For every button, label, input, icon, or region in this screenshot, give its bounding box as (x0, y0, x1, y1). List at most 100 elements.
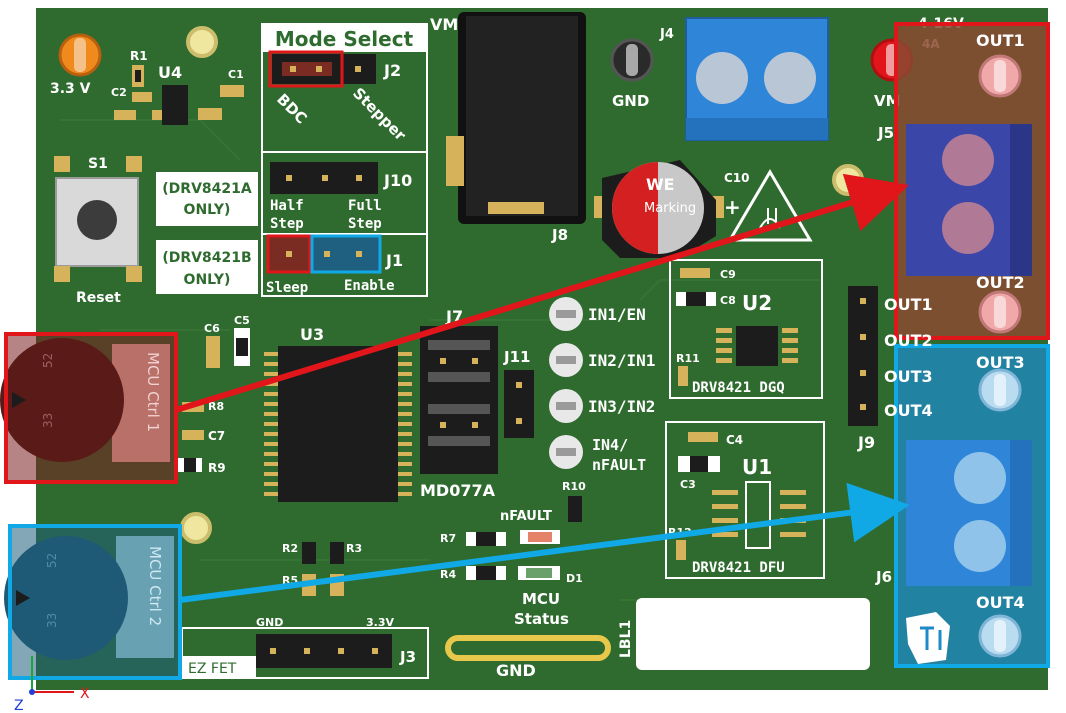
label-only-a: ONLY) (184, 202, 231, 218)
label-v33-hdr: 3.3V (366, 616, 394, 629)
jumper-j1[interactable] (266, 234, 382, 274)
label-n52b: 52 (45, 553, 59, 568)
label-j8: J8 (551, 226, 568, 244)
label-n33a: 33 (41, 413, 55, 428)
arrow-ctrl1-to-out12 (175, 173, 909, 413)
label-n52a: 52 (41, 353, 55, 368)
header-j11[interactable] (504, 370, 534, 438)
label-gnd-hdr: GND (256, 616, 283, 629)
test-pad-in3[interactable] (549, 389, 583, 423)
label-r2: R2 (282, 542, 298, 555)
label-gnd-bottom: GND (496, 661, 536, 680)
label-j4: J4 (659, 27, 674, 42)
label-area-lbl1 (636, 598, 870, 670)
terminal-block-j5[interactable] (906, 124, 1032, 276)
label-c2: C2 (111, 86, 127, 99)
header-j3[interactable] (256, 634, 392, 668)
label-ez-fet: EZ FET (188, 661, 237, 677)
chip-u2 (736, 326, 778, 366)
label-c6: C6 (204, 322, 220, 335)
label-r3: R3 (346, 542, 362, 555)
label-lbl1: LBL1 (618, 620, 634, 658)
jumper-j10[interactable] (270, 162, 378, 194)
label-u2: U2 (742, 291, 772, 315)
chip-u4 (162, 85, 188, 125)
label-j3: J3 (399, 648, 416, 666)
label-j11: J11 (503, 348, 530, 366)
label-full: Full (348, 198, 382, 214)
label-out4-bot: OUT4 (976, 593, 1025, 612)
label-r8: R8 (208, 400, 224, 413)
label-half-step: Step (270, 216, 304, 232)
label-in1: IN1/EN (588, 305, 646, 324)
label-n33b: 33 (45, 613, 59, 628)
label-half: Half (270, 198, 304, 214)
label-in2: IN2/IN1 (588, 351, 655, 370)
label-r4: R4 (440, 568, 456, 581)
capacitor-c10 (612, 162, 704, 254)
potentiometer-mcu-ctrl-1[interactable] (0, 334, 176, 482)
drv8421a-only-box (156, 172, 258, 226)
label-vm-right: VM (874, 92, 901, 110)
hot-surface-warning-icon (727, 169, 813, 242)
test-point-gnd-top[interactable] (610, 38, 654, 82)
label-drv-dgq: DRV8421 DGQ (692, 380, 785, 396)
label-in4: IN4/ (592, 436, 628, 454)
test-pad-in2[interactable] (549, 343, 583, 377)
test-point-out4[interactable] (978, 614, 1022, 658)
label-nfault: nFAULT (500, 509, 552, 524)
label-out1-hdr: OUT1 (884, 295, 933, 314)
label-c8: C8 (720, 294, 736, 307)
label-c5: C5 (234, 314, 250, 327)
gnd-test-loop[interactable] (445, 635, 611, 661)
barrel-jack-j8[interactable] (446, 12, 586, 224)
label-mode-select: Mode Select (275, 27, 414, 51)
arrow-ctrl2-to-out34 (179, 482, 910, 603)
label-out4-hdr: OUT4 (884, 401, 933, 420)
label-3v3: 3.3 V (50, 81, 91, 97)
terminal-block-j4[interactable] (685, 17, 829, 141)
axis-indicator (29, 656, 74, 695)
test-point-out2[interactable] (978, 290, 1022, 334)
terminal-block-j6[interactable] (906, 440, 1032, 586)
label-s1: S1 (88, 156, 108, 172)
label-axis-x: X (80, 686, 90, 702)
label-vm: VM (430, 15, 458, 34)
label-c10: C10 (724, 171, 750, 185)
label-reset: Reset (76, 290, 121, 306)
label-axis-z: Z (14, 698, 24, 713)
label-mcu: MCU (522, 590, 560, 608)
label-only-b: ONLY) (184, 272, 231, 288)
label-status: Status (514, 610, 569, 628)
label-drv8421a: (DRV8421A (162, 181, 252, 197)
label-out3-hdr: OUT3 (884, 367, 933, 386)
polarity-plus: + (724, 195, 741, 219)
label-md077a: MD077A (420, 481, 496, 500)
test-pad-in1[interactable] (549, 297, 583, 331)
label-c3: C3 (680, 478, 696, 491)
label-out3-top: OUT3 (976, 353, 1025, 372)
label-u1: U1 (742, 455, 772, 479)
label-gnd-top: GND (612, 92, 649, 110)
header-j7[interactable] (420, 326, 498, 474)
label-j9: J9 (857, 433, 875, 452)
reset-button[interactable] (54, 156, 142, 282)
label-c4: C4 (726, 433, 743, 447)
potentiometer-mcu-ctrl-2[interactable] (4, 526, 180, 678)
test-point-3v3[interactable] (58, 33, 102, 77)
test-pad-in4[interactable] (549, 435, 583, 469)
label-u3: U3 (300, 325, 324, 344)
label-r9: R9 (208, 461, 226, 475)
label-marking: Marking (644, 201, 696, 216)
chip-u3 (278, 346, 398, 502)
test-point-out3[interactable] (978, 368, 1022, 412)
label-d1: D1 (566, 572, 583, 585)
label-drv8421b: (DRV8421B (162, 250, 251, 266)
test-point-out1[interactable] (978, 54, 1022, 98)
label-r11: R11 (676, 352, 700, 365)
label-j6: J6 (875, 568, 892, 586)
jumper-j2[interactable] (268, 50, 376, 88)
header-j9[interactable] (848, 286, 878, 426)
label-c7: C7 (208, 429, 225, 443)
